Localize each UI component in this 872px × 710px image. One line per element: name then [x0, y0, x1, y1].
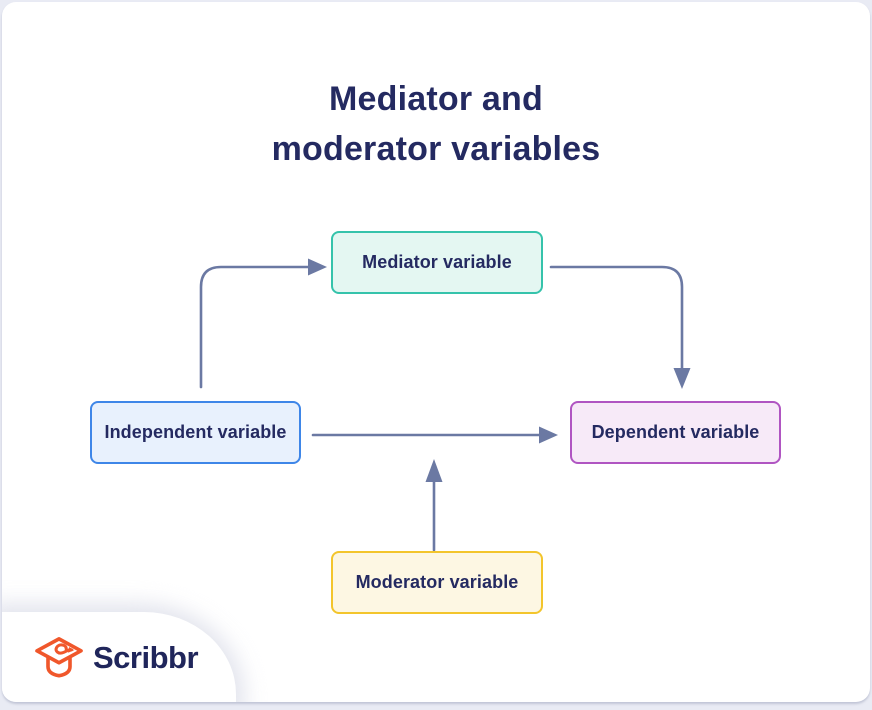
moderator-variable-label: Moderator variable	[355, 572, 519, 592]
title-line-1: Mediator and	[329, 80, 543, 118]
footer-logo-tab	[2, 612, 236, 702]
page-title: Mediator and moderator variables	[2, 74, 870, 174]
scribbr-logo: Scribbr	[34, 636, 199, 680]
arrow-moderator-to-path	[425, 459, 443, 552]
moderator-variable-box: Moderator variable	[331, 551, 543, 614]
arrow-independent-to-dependent	[311, 426, 558, 444]
title-line-2: moderator variables	[271, 130, 601, 168]
arrowhead-right-icon	[539, 426, 558, 444]
arrowhead-right-icon	[308, 258, 327, 276]
graduation-cap-icon	[35, 637, 83, 678]
independent-variable-label: Independent variable	[104, 422, 287, 442]
independent-variable-box: Independent variable	[90, 401, 301, 464]
mediator-variable-label: Mediator variable	[362, 252, 512, 272]
mediator-variable-box: Mediator variable	[331, 231, 543, 294]
dependent-variable-box: Dependent variable	[570, 401, 781, 464]
arrowhead-up-icon	[425, 459, 443, 482]
dependent-variable-label: Dependent variable	[591, 422, 760, 442]
arrow-mediator-to-dependent	[549, 265, 691, 389]
scribbr-wordmark: Scribbr	[93, 640, 199, 675]
arrow-independent-to-mediator	[199, 258, 327, 389]
arrowhead-down-icon	[673, 368, 691, 389]
